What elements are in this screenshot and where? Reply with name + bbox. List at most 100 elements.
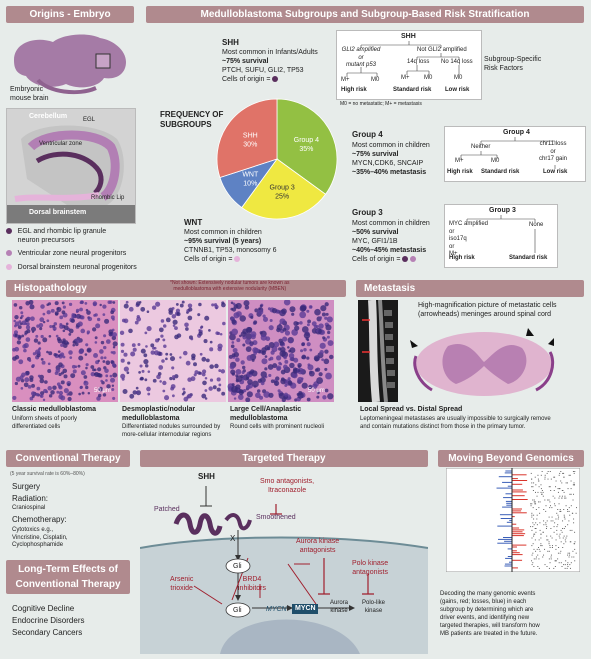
origin-dot — [402, 256, 409, 263]
wnt-cells-of-origin: Cells of origin = — [184, 256, 233, 263]
longterm-item: Cognitive Decline — [12, 604, 75, 613]
risk-factors-label: Subgroup-Specific Risk Factors — [484, 56, 542, 72]
longterm-header: Long-Term Effects of Conventional Therap… — [6, 560, 130, 594]
g3-standard-risk: Standard risk — [509, 255, 548, 261]
shh-title: SHH — [222, 38, 239, 47]
tt-gli: Gli — [233, 563, 242, 570]
pie-label: SHH — [243, 133, 258, 140]
shh-right-branch: Not GLI2 amplified — [417, 47, 467, 53]
tree-lines — [346, 41, 460, 77]
shh-high-risk: High risk — [341, 87, 367, 93]
shh-m-zero-2: M0 — [424, 75, 433, 81]
histology-image — [12, 300, 118, 402]
spinal-cord-section-image — [410, 328, 555, 396]
wnt-line: Most common in children — [184, 229, 262, 236]
g4-m-plus: M+ — [455, 158, 464, 164]
wnt-title: WNT — [184, 218, 203, 227]
tt-arsenic: Arsenic trioxide — [170, 576, 194, 592]
g3-line: Most common in children — [352, 220, 430, 227]
g3-line: Cells of origin = — [352, 256, 417, 265]
dorsal-brainstem-label: Dorsal brainstem — [29, 209, 87, 216]
tt-brd4: BRD4 inhibitors — [238, 576, 267, 592]
spine-mri-image — [358, 300, 398, 402]
legend-item: Dorsal brainstem neuronal progenitors — [6, 264, 137, 273]
wnt-line: ~95% survival (5 years) — [184, 238, 262, 245]
legend-dot — [6, 264, 12, 271]
g4-risk-tree: Group 4 Neither chr11 loss or chr17 gain… — [444, 126, 586, 182]
histo-desc: Uniform sheets of poorly differentiated … — [12, 416, 78, 430]
embryonic-brain-label: Embryonic mouse brain — [10, 86, 49, 102]
shh-no-14q: No 14q loss — [441, 59, 473, 65]
histo-note: *Not shown: Extensively nodular tumors a… — [170, 280, 290, 293]
g3-none: None — [529, 222, 544, 228]
g4-line: Most common in children — [352, 142, 430, 149]
g3-high-risk: High risk — [449, 255, 475, 261]
histology-image — [119, 300, 226, 402]
tt-aurora-kinase: Aurora kinase — [330, 600, 349, 614]
shh-m-plus: M+ — [341, 77, 350, 83]
pie-label: Group 4 — [294, 137, 319, 144]
histology-image — [227, 300, 334, 402]
g4-line: ~75% survival — [352, 151, 399, 158]
g4-title: Group 4 — [352, 130, 383, 139]
wnt-line: Cells of origin = — [184, 256, 241, 265]
cerebellum-label: Cerebellum — [29, 113, 68, 120]
shh-line: PTCH, SUFU, GLI2, TP53 — [222, 67, 304, 74]
g3-cells-of-origin: Cells of origin = — [352, 256, 401, 263]
tt-mycn-gene: MYCN — [266, 606, 287, 613]
origin-dot — [234, 256, 241, 263]
pie-slice-group-4 — [276, 98, 338, 195]
shh-line: Cells of origin = — [222, 76, 279, 85]
longterm-item: Endocrine Disorders — [12, 616, 85, 625]
tree-title: Group 4 — [503, 129, 530, 136]
shh-metastasis-note: M0 = no metastatic; M+ = metastasis — [340, 101, 422, 107]
rhombic-lip-label: Rhombic Lip — [91, 195, 125, 201]
tree-lines — [460, 137, 556, 169]
tt-mycn-protein: MYCN — [295, 605, 316, 612]
metastasis-caption: High-magnification picture of metastatic… — [418, 302, 557, 318]
conventional-radiation: Radiation: — [12, 494, 49, 503]
mouse-embryo-brain-illustration — [14, 34, 126, 95]
histo-title: Classic medulloblastoma — [12, 406, 97, 413]
conventional-header: Conventional Therapy — [6, 450, 130, 467]
genomics-text: Decoding the many genomic events (gains,… — [440, 591, 540, 638]
tt-x: X — [230, 534, 236, 543]
g4-standard-risk: Standard risk — [481, 169, 520, 175]
legend-item: Ventricular zone neural progenitors — [6, 250, 126, 259]
g4-line: ~35%–40% metastasis — [352, 169, 427, 176]
g3-title: Group 3 — [352, 208, 383, 217]
histo-desc: Round cells with prominent nucleoli — [230, 424, 325, 430]
tree-title: SHH — [401, 33, 416, 40]
g3-line: ~40%–45% metastasis — [352, 247, 427, 254]
pie-label: WNT — [242, 171, 259, 178]
targeted-therapy-diagram — [140, 486, 428, 654]
g3-risk-tree: Group 3 MYC amplified or iso17q or M+ No… — [444, 204, 558, 268]
genomics-plot — [446, 468, 580, 572]
longterm-item: Secondary Cancers — [12, 628, 83, 637]
tt-gli-nucleus: Gli — [233, 607, 242, 614]
legend-text: EGL and rhombic lip granule neuron precu… — [17, 228, 107, 244]
main-header: Medulloblastoma Subgroups and Subgroup-B… — [146, 6, 584, 23]
tree-title: Group 3 — [489, 207, 516, 214]
shh-risk-tree: SHH GLI2 amplified or mutant p53 Not GLI… — [336, 30, 482, 100]
legend-text: Ventricular zone neural progenitors — [17, 250, 127, 257]
tree-lines — [466, 215, 536, 253]
legend-dot — [6, 228, 12, 234]
pie-slice-group-3 — [241, 158, 327, 220]
legend-item: EGL and rhombic lip granule neuron precu… — [6, 228, 106, 246]
tt-polo-antagonists: Polo kinase antagonists — [352, 560, 389, 576]
wnt-line: CTNNB1, TP53, monosomy 6 — [184, 247, 277, 254]
histo-title: Large Cell/Anaplastic medulloblastoma — [230, 406, 302, 422]
tt-patched: Patched — [154, 506, 180, 513]
shh-14q-loss: 14q loss — [407, 59, 430, 65]
tt-polo-kinase: Polo-like kinase — [362, 600, 386, 614]
g3-line: ~50% survival — [352, 229, 399, 236]
cerebellum-diagram: Cerebellum EGL Ventricular zone Rhombic … — [6, 108, 136, 224]
shh-left-branch: GLI2 amplified or mutant p53 — [341, 47, 381, 68]
tt-smoothened: Smoothened — [256, 514, 296, 521]
g4-m-zero: M0 — [491, 158, 500, 164]
conventional-chemo-detail: Cytotoxics e.g., Vincristine, Cisplatin,… — [12, 527, 68, 548]
conventional-surgery: Surgery — [12, 482, 41, 491]
origin-dot — [272, 76, 279, 83]
